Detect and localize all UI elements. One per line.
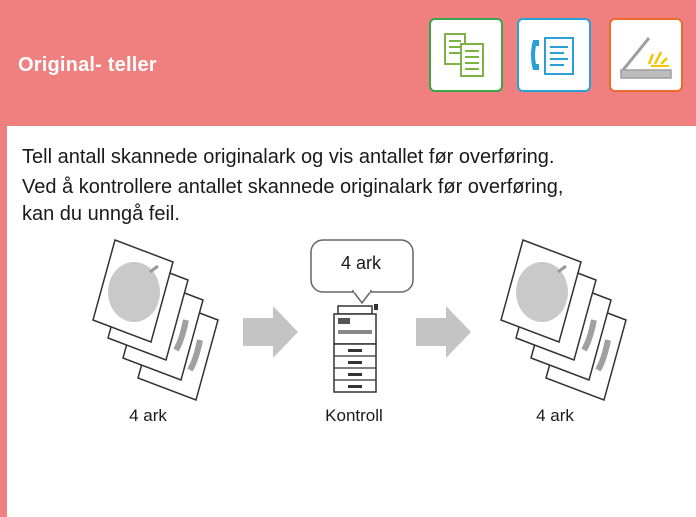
fax-mode-icon[interactable] [517, 18, 591, 92]
right-page-stack [500, 239, 627, 401]
scan-mode-icon[interactable] [609, 18, 683, 92]
left-page-stack [92, 239, 219, 401]
description-line-3: kan du unngå feil. [22, 203, 180, 225]
page-title: Original- teller [18, 54, 157, 76]
speech-bubble [310, 239, 414, 305]
copier-machine-icon [333, 304, 378, 393]
arrow-right-icon [416, 306, 471, 358]
description-line-2: Ved å kontrollere antallet skannede orig… [22, 176, 564, 198]
bubble-count-text: 4 ark [340, 253, 382, 273]
arrow-left-icon [243, 306, 298, 358]
header-bar: Original- teller [0, 0, 696, 126]
copy-mode-icon[interactable] [429, 18, 503, 92]
left-accent-bar [0, 126, 7, 517]
middle-caption: Kontroll [325, 406, 383, 425]
left-caption: 4 ark [129, 406, 167, 425]
description-line-1: Tell antall skannede originalark og vis … [22, 146, 555, 168]
right-caption: 4 ark [536, 406, 574, 425]
